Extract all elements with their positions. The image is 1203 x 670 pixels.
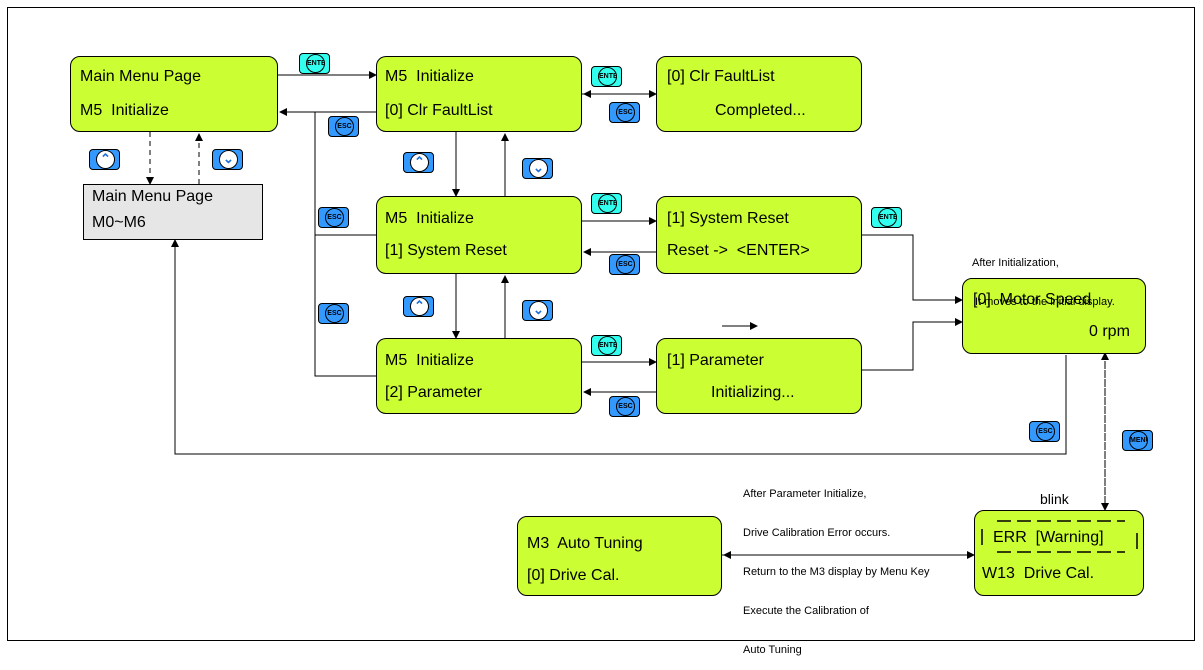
esc-key-7[interactable]: ESC <box>1029 421 1060 442</box>
lcd-motor-speed: [0] Motor Speed 0 rpm <box>962 278 1146 354</box>
chevron-double-up-icon: ⌃ <box>410 297 429 316</box>
lcd-line-1: M5 Initialize <box>385 68 474 85</box>
esc-key-label: ESC <box>616 397 635 416</box>
lcd-line-1: M5 Initialize <box>385 210 474 227</box>
lcd-line-1: [1] System Reset <box>667 210 789 227</box>
enter-key-4[interactable]: ENTER <box>871 207 902 228</box>
lcd-line-2: M5 Initialize <box>80 102 169 119</box>
esc-key-4[interactable]: ESC <box>609 254 640 275</box>
enter-key-label: ENTER <box>598 336 617 355</box>
enter-key-2[interactable]: ENTER <box>591 66 622 87</box>
lcd-m5-parameter: M5 Initialize [2] Parameter <box>376 338 582 414</box>
esc-key-label: ESC <box>1036 422 1055 441</box>
parameter-initialize-note: After Parameter Initialize, Drive Calibr… <box>743 462 929 670</box>
lcd-line-2: W13 Drive Cal. <box>982 565 1095 582</box>
lcd-system-reset-confirm: [1] System Reset Reset -> <ENTER> <box>656 196 862 274</box>
up-key-3[interactable]: ⌃ <box>403 296 434 317</box>
note-line: After Initialization, <box>972 257 1059 269</box>
enter-key-label: ENTER <box>878 208 897 227</box>
lcd-line-2: [0] Clr FaultList <box>385 102 493 119</box>
lcd-line-2: [2] Parameter <box>385 384 482 401</box>
enter-key-label: ENTER <box>306 54 325 73</box>
esc-key-label: ESC <box>325 208 344 227</box>
note-line: Execute the Calibration of <box>743 605 869 617</box>
menu-key[interactable]: MENU <box>1122 430 1153 451</box>
lcd-line-1: [0] Motor Speed <box>973 291 1092 308</box>
enter-key-1[interactable]: ENTER <box>299 53 330 74</box>
blink-label: blink <box>1040 491 1069 507</box>
esc-key-label: ESC <box>325 304 344 323</box>
lcd-line-2: M0~M6 <box>92 214 146 231</box>
lcd-line-1: [1] Parameter <box>667 352 764 369</box>
down-key-1[interactable]: ⌄ <box>212 149 243 170</box>
lcd-line-1: [0] Clr FaultList <box>667 68 775 85</box>
lcd-main-menu-m5: Main Menu Page M5 Initialize <box>70 56 278 132</box>
up-key-2[interactable]: ⌃ <box>403 152 434 173</box>
down-key-2[interactable]: ⌄ <box>522 158 553 179</box>
esc-key-label: ESC <box>616 255 635 274</box>
lcd-m3-auto-tuning: M3 Auto Tuning [0] Drive Cal. <box>517 516 722 596</box>
lcd-line-2: Initializing... <box>711 384 795 401</box>
chevron-double-up-icon: ⌃ <box>96 150 115 169</box>
note-line: Drive Calibration Error occurs. <box>743 527 891 539</box>
esc-key-3[interactable]: ESC <box>318 207 349 228</box>
lcd-line-2: 0 rpm <box>1089 323 1130 340</box>
lcd-line-1: Main Menu Page <box>80 68 201 85</box>
esc-key-label: ESC <box>616 103 635 122</box>
down-key-3[interactable]: ⌄ <box>522 300 553 321</box>
lcd-line-2: [1] System Reset <box>385 242 507 259</box>
lcd-m5-clr-faultlist: M5 Initialize [0] Clr FaultList <box>376 56 582 132</box>
after-initialization-note: After Initialization, It moves to the in… <box>972 231 1115 322</box>
up-key-1[interactable]: ⌃ <box>89 149 120 170</box>
lcd-line-1: ERR [Warning] <box>993 529 1104 546</box>
note-line: Return to the M3 display by Menu Key <box>743 566 930 578</box>
lcd-err-warning: ERR [Warning] W13 Drive Cal. <box>974 510 1144 596</box>
lcd-line-2: Completed... <box>715 102 806 119</box>
blink-dashed-outline <box>981 520 1138 553</box>
enter-key-label: ENTER <box>598 194 617 213</box>
lcd-clr-faultlist-completed: [0] Clr FaultList Completed... <box>656 56 862 132</box>
esc-key-label: ESC <box>335 117 354 136</box>
lcd-m5-system-reset: M5 Initialize [1] System Reset <box>376 196 582 274</box>
esc-key-1[interactable]: ESC <box>328 116 359 137</box>
note-line: After Parameter Initialize, <box>743 488 867 500</box>
lcd-line-2: Reset -> <ENTER> <box>667 242 810 259</box>
chevron-double-down-icon: ⌄ <box>529 159 548 178</box>
menu-key-label: MENU <box>1129 431 1148 450</box>
lcd-line-1: M5 Initialize <box>385 352 474 369</box>
enter-key-3[interactable]: ENTER <box>591 193 622 214</box>
esc-key-2[interactable]: ESC <box>609 102 640 123</box>
note-line: It moves to the initial display. <box>975 296 1115 308</box>
note-line: Auto Tuning <box>743 644 802 656</box>
lcd-line-1: M3 Auto Tuning <box>527 535 643 552</box>
chevron-double-down-icon: ⌄ <box>529 301 548 320</box>
connector-lines <box>146 71 1109 559</box>
lcd-main-menu-m0-m6: Main Menu Page M0~M6 <box>83 184 263 240</box>
chevron-double-down-icon: ⌄ <box>219 150 238 169</box>
enter-key-5[interactable]: ENTER <box>591 335 622 356</box>
lcd-line-2: [0] Drive Cal. <box>527 567 620 584</box>
enter-key-label: ENTER <box>598 67 617 86</box>
esc-key-5[interactable]: ESC <box>318 303 349 324</box>
lcd-parameter-initializing: [1] Parameter Initializing... <box>656 338 862 414</box>
esc-key-6[interactable]: ESC <box>609 396 640 417</box>
chevron-double-up-icon: ⌃ <box>410 153 429 172</box>
lcd-line-1: Main Menu Page <box>92 188 213 205</box>
